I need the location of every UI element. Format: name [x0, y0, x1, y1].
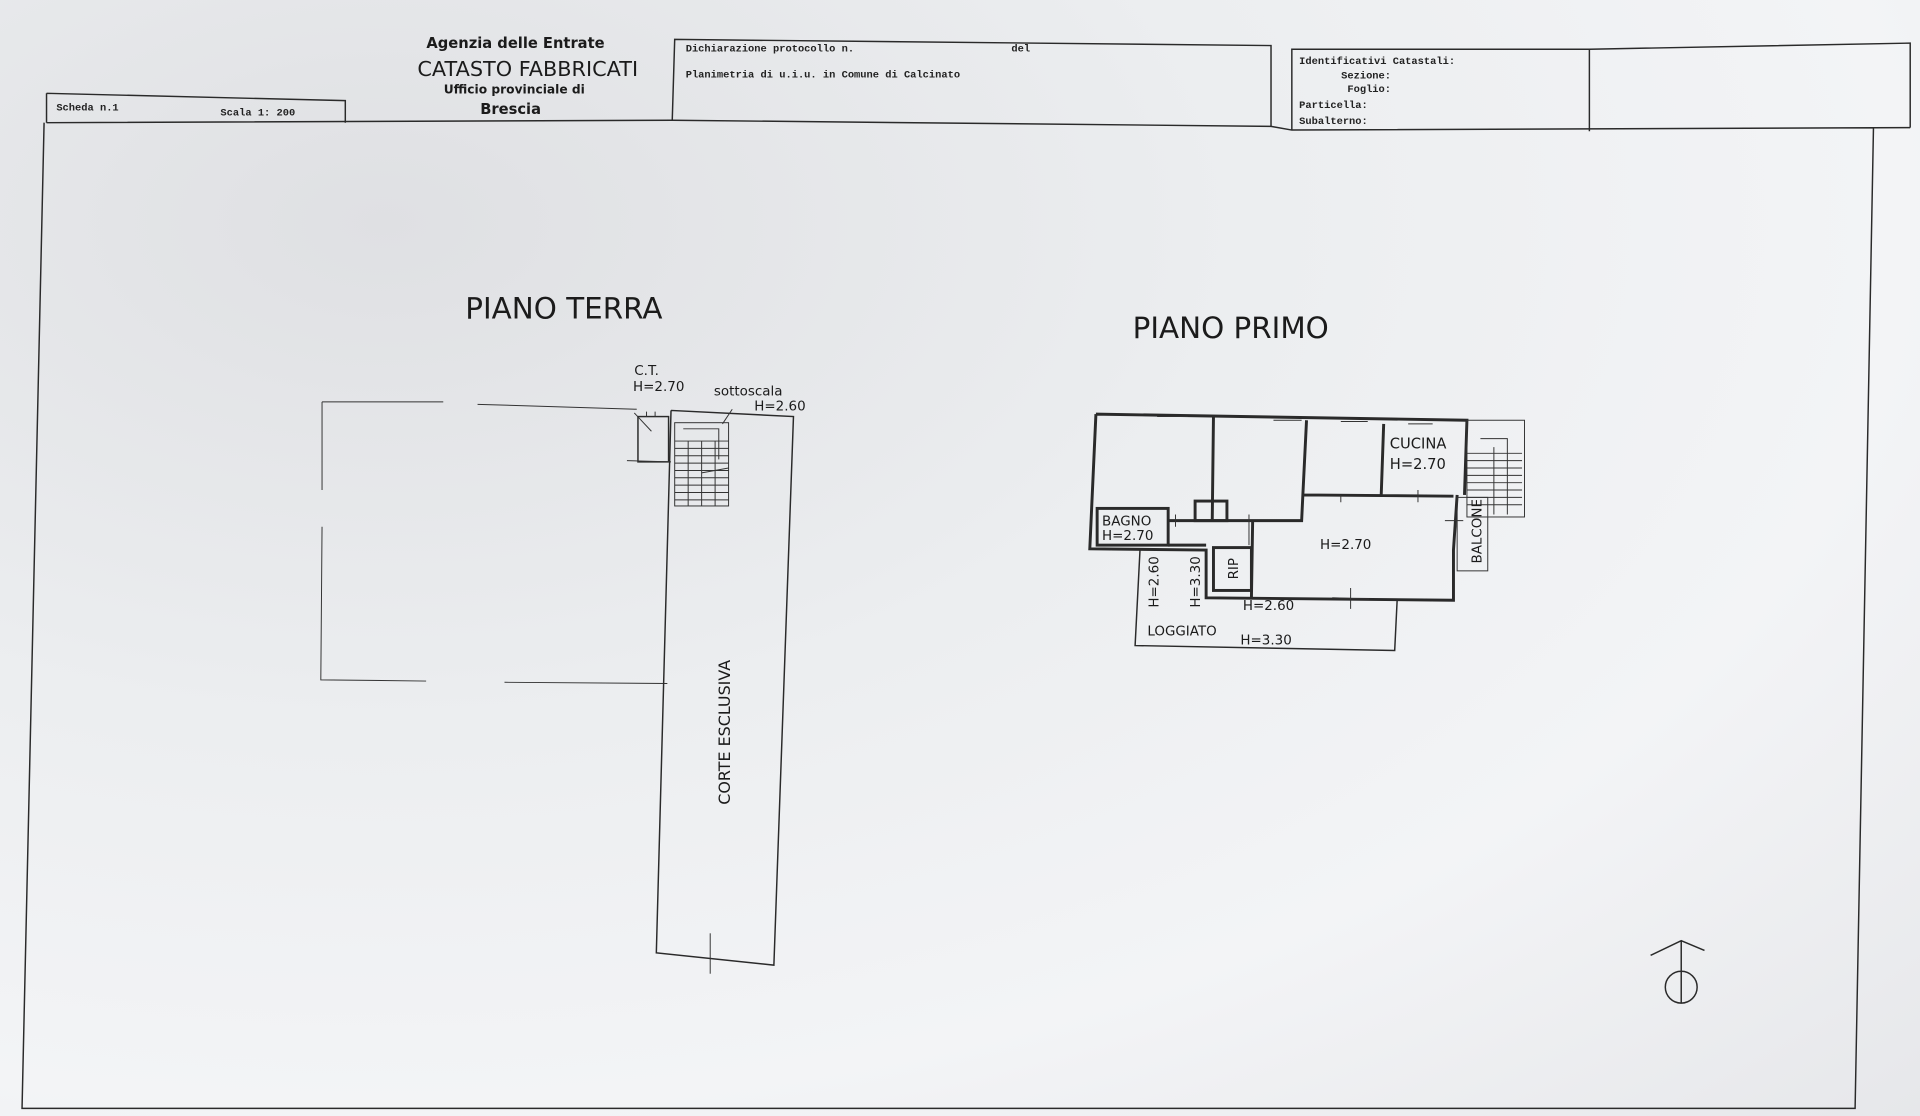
scheda-number: Scheda n.1 [56, 102, 118, 114]
ct-height: H=2.70 [633, 380, 684, 395]
identificativi-box: Identificativi Catastali: Sezione: Fogli… [1291, 42, 1911, 132]
north-arrow-icon [1650, 939, 1705, 1004]
piano-primo-plan: PIANO PRIMO CUCINA H=2.70 BAGNO H=2.70 H… [1088, 311, 1525, 652]
balcone-label: BALCONE [1471, 499, 1486, 563]
height-260-vertical: H=2.60 [1147, 556, 1162, 607]
dichiarazione-protocollo: Dichiarazione protocollo n. [686, 44, 854, 56]
main-room-height: H=2.70 [1320, 538, 1371, 553]
subalterno-label: Subalterno: [1299, 116, 1368, 128]
piano-terra-title: PIANO TERRA [465, 292, 662, 326]
height-260: H=2.60 [1243, 599, 1294, 614]
loggiato-height: H=3.30 [1240, 633, 1291, 648]
rip-label: RIP [1227, 558, 1242, 579]
scheda-box: Scheda n.1 Scala 1: 200 [45, 92, 347, 123]
identificativi-title: Identificativi Catastali: [1299, 56, 1455, 68]
ct-label: C.T. [634, 364, 659, 379]
cucina-label: CUCINA [1390, 435, 1447, 452]
sottoscala-height: H=2.60 [754, 399, 805, 414]
dichiarazione-box: Dichiarazione protocollo n. del Planimet… [671, 38, 1272, 127]
piano-primo-title: PIANO PRIMO [1133, 311, 1329, 345]
staircase-icon [674, 408, 733, 507]
catasto-title: CATASTO FABBRICATI [417, 57, 638, 81]
office-city: Brescia [480, 101, 541, 118]
cucina-height: H=2.70 [1390, 456, 1446, 473]
sottoscala-label: sottoscala [714, 385, 783, 400]
corte-esclusiva-label: CORTE ESCLUSIVA [715, 660, 734, 805]
office-label: Ufficio provinciale di [444, 82, 585, 96]
bagno-label: BAGNO [1102, 515, 1151, 530]
scala: Scala 1: 200 [220, 107, 295, 119]
dichiarazione-del: del [1011, 44, 1030, 56]
agency-header: Agenzia delle Entrate CATASTO FABBRICATI… [417, 35, 638, 118]
piano-terra-plan: PIANO TERRA CORTE ESCLUSIVA C.T. H=2.70 … [320, 292, 806, 974]
planimetria-comune: Planimetria di u.i.u. in Comune di Calci… [686, 69, 960, 81]
balcony-staircase-icon [1456, 419, 1525, 572]
foglio-label: Foglio: [1347, 84, 1391, 96]
sezione-label: Sezione: [1341, 71, 1391, 83]
sheet-frame [21, 119, 1911, 1110]
height-330-vertical: H=3.30 [1189, 556, 1204, 607]
particella-label: Particella: [1299, 100, 1368, 112]
bagno-height: H=2.70 [1102, 529, 1153, 544]
agency-name: Agenzia delle Entrate [426, 35, 604, 52]
loggiato-label: LOGGIATO [1147, 625, 1216, 640]
